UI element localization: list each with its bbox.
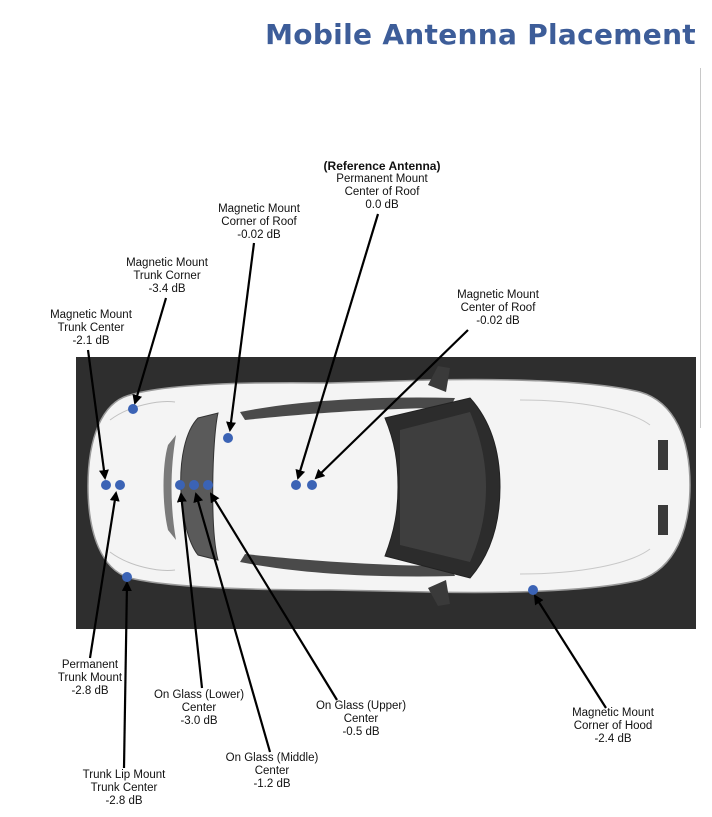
- label-reference-antenna: (Reference Antenna) Permanent Mount Cent…: [318, 160, 446, 212]
- label-line2: Trunk Corner: [133, 270, 201, 282]
- arrow-trunk-lip: [121, 581, 132, 769]
- label-value: -1.2 dB: [253, 778, 291, 790]
- point-mag-corner-roof: [223, 433, 233, 443]
- arrow-mag-trunk-corner: [132, 297, 168, 405]
- label-line2: Center: [254, 765, 290, 777]
- label-line2: Corner of Hood: [573, 720, 653, 732]
- label-value: -3.0 dB: [180, 715, 218, 727]
- point-mag-center-roof: [307, 480, 317, 490]
- label-heading: (Reference Antenna): [323, 159, 441, 173]
- label-line1: Magnetic Mount: [50, 309, 132, 321]
- label-mag-center-roof: Magnetic Mount Center of Roof -0.02 dB: [449, 289, 547, 328]
- label-value: -0.5 dB: [342, 726, 380, 738]
- arrow-reference: [295, 213, 380, 480]
- arrow-perm-trunk: [88, 491, 120, 659]
- label-line1: On Glass (Lower): [153, 689, 245, 701]
- label-line2: Center: [343, 713, 379, 725]
- point-mag-trunk-corner: [128, 404, 138, 414]
- label-line2: Trunk Mount: [57, 672, 123, 684]
- label-line2: Center: [181, 702, 217, 714]
- label-line2: Corner of Roof: [221, 216, 297, 228]
- label-glass-middle: On Glass (Middle) Center -1.2 dB: [218, 752, 326, 791]
- label-line1: Permanent Mount: [336, 173, 428, 185]
- label-perm-trunk: Permanent Trunk Mount -2.8 dB: [44, 659, 136, 698]
- side-window-bottom: [240, 554, 455, 577]
- mirror-bottom: [428, 580, 450, 606]
- label-value: -3.4 dB: [148, 283, 186, 295]
- label-line1: Magnetic Mount: [572, 707, 654, 719]
- point-glass-upper: [203, 480, 213, 490]
- arrow-mag-center-roof: [314, 329, 469, 480]
- label-value: -2.8 dB: [105, 795, 143, 807]
- label-mag-trunk-center: Magnetic Mount Trunk Center -2.1 dB: [42, 309, 140, 348]
- label-line1: Magnetic Mount: [457, 289, 539, 301]
- arrow-mag-trunk-center: [86, 349, 109, 480]
- label-line1: Trunk Lip Mount: [82, 769, 166, 781]
- label-line2: Center of Roof: [344, 186, 420, 198]
- label-glass-upper: On Glass (Upper) Center -0.5 dB: [308, 700, 414, 739]
- antenna-points: [101, 404, 538, 595]
- point-mag-trunk-center: [101, 480, 111, 490]
- label-glass-lower: On Glass (Lower) Center -3.0 dB: [146, 689, 252, 728]
- label-mag-corner-roof: Magnetic Mount Corner of Roof -0.02 dB: [210, 203, 308, 242]
- point-mag-hood: [528, 585, 538, 595]
- point-glass-lower: [175, 480, 185, 490]
- page-title: Mobile Antenna Placement: [265, 18, 696, 51]
- label-value: -2.1 dB: [72, 335, 110, 347]
- point-reference: [291, 480, 301, 490]
- label-value: 0.0 dB: [365, 199, 399, 211]
- label-line1: Magnetic Mount: [218, 203, 300, 215]
- point-glass-middle: [189, 480, 199, 490]
- label-line2: Center of Roof: [460, 302, 536, 314]
- label-value: -2.4 dB: [594, 733, 632, 745]
- label-line1: On Glass (Upper): [315, 700, 407, 712]
- label-value: -0.02 dB: [476, 315, 520, 327]
- label-mag-hood: Magnetic Mount Corner of Hood -2.4 dB: [562, 707, 664, 746]
- arrow-mag-hood: [533, 594, 607, 709]
- arrow-mag-corner-roof: [226, 242, 256, 432]
- arrows: [86, 213, 607, 769]
- label-value: -0.02 dB: [237, 229, 281, 241]
- label-line1: Magnetic Mount: [126, 257, 208, 269]
- label-line1: Permanent: [61, 659, 119, 671]
- arrow-glass-middle: [193, 492, 272, 753]
- side-window-top: [240, 397, 455, 420]
- car-illustration: [87, 366, 691, 606]
- label-value: -2.8 dB: [71, 685, 109, 697]
- rear-window: [180, 412, 219, 561]
- label-mag-trunk-corner: Magnetic Mount Trunk Corner -3.4 dB: [118, 257, 216, 296]
- arrow-glass-upper: [209, 492, 338, 701]
- label-trunk-lip: Trunk Lip Mount Trunk Center -2.8 dB: [72, 769, 176, 808]
- label-line1: On Glass (Middle): [225, 752, 319, 764]
- right-border-rule: [700, 68, 701, 428]
- point-trunk-lip: [122, 572, 132, 582]
- label-line2: Trunk Center: [57, 322, 125, 334]
- point-perm-trunk: [115, 480, 125, 490]
- label-line2: Trunk Center: [90, 782, 158, 794]
- arrow-glass-lower: [176, 492, 204, 689]
- mirror-top: [428, 366, 450, 392]
